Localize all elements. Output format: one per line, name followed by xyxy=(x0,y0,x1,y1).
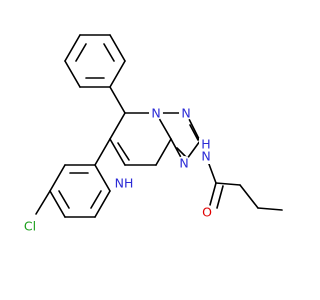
bond xyxy=(155,138,172,166)
atom-cl: Cl xyxy=(20,219,40,234)
bond xyxy=(257,207,283,211)
atom-nh-amide: N H xyxy=(199,137,214,164)
bond xyxy=(94,190,111,218)
atom-nh-ring: NH xyxy=(114,176,134,191)
bond xyxy=(215,182,241,186)
atom-o-carbonyl: O xyxy=(200,205,214,220)
bond xyxy=(216,185,224,209)
molecule-structure-diagram: N N N NH N H O Cl xyxy=(20,34,283,234)
bonds xyxy=(35,34,283,218)
atom-label-n: N xyxy=(181,106,190,121)
bond xyxy=(75,43,87,62)
atom-label-n: N xyxy=(201,149,210,164)
bond xyxy=(64,60,81,88)
atom-label-o: O xyxy=(202,205,212,220)
atom-n-triazole-a: N xyxy=(149,106,163,121)
atom-label-nh: NH xyxy=(115,176,134,191)
bond xyxy=(117,142,130,161)
atom-label-cl: Cl xyxy=(24,219,36,234)
bond xyxy=(109,112,126,140)
bond xyxy=(35,190,51,215)
bond xyxy=(239,184,259,209)
bond xyxy=(58,190,70,209)
bond xyxy=(49,190,66,218)
bond xyxy=(209,182,217,206)
bond xyxy=(189,124,199,141)
bond xyxy=(90,190,102,209)
bond xyxy=(176,147,187,158)
bond xyxy=(103,43,115,62)
atom-labels: N N N NH N H O Cl xyxy=(20,106,214,234)
bond xyxy=(109,86,126,114)
atom-label-h: H xyxy=(201,137,210,152)
atom-label-n: N xyxy=(151,106,160,121)
atom-label-n: N xyxy=(179,156,188,171)
bond xyxy=(109,60,126,88)
atom-n-triazole-c: N xyxy=(177,156,191,171)
bond xyxy=(109,138,126,166)
bond xyxy=(94,164,111,192)
bond xyxy=(64,34,81,62)
bond xyxy=(109,34,126,62)
bond xyxy=(49,164,66,192)
bond xyxy=(94,138,111,166)
atom-n-triazole-b: N xyxy=(179,106,193,121)
